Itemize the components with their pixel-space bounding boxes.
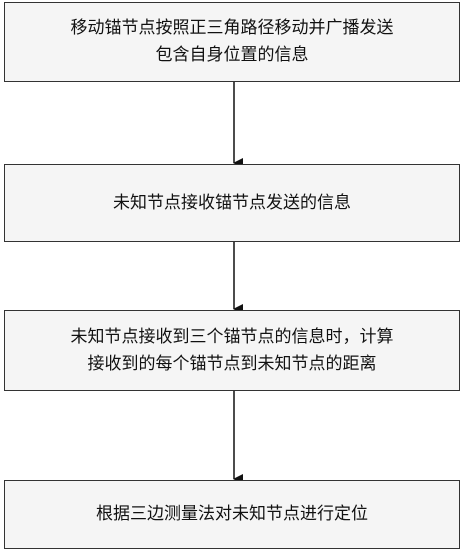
step-4-text: 根据三边测量法对未知节点进行定位 xyxy=(96,501,368,528)
step-2-box: 未知节点接收锚节点发送的信息 xyxy=(4,164,460,242)
step-3-line-1: 未知节点接收到三个锚节点的信息时，计算 xyxy=(70,326,394,347)
step-3-text: 未知节点接收到三个锚节点的信息时，计算 接收到的每个锚节点到未知节点的距离 xyxy=(71,324,394,378)
step-1-line-1: 移动锚节点按照正三角路径移动并广播发送 xyxy=(70,18,394,38)
step-4-box: 根据三边测量法对未知节点进行定位 xyxy=(4,480,460,549)
step-3-line-2: 接收到的每个锚节点到未知节点的距离 xyxy=(87,353,377,374)
step-1-box: 移动锚节点按照正三角路径移动并广播发送 包含自身位置的信息 xyxy=(4,2,460,82)
step-2-text: 未知节点接收锚节点发送的信息 xyxy=(113,190,351,217)
step-3-box: 未知节点接收到三个锚节点的信息时，计算 接收到的每个锚节点到未知节点的距离 xyxy=(4,310,460,391)
step-1-text: 移动锚节点按照正三角路径移动并广播发送 包含自身位置的信息 xyxy=(71,15,394,69)
step-4-line-1: 根据三边测量法对未知节点进行定位 xyxy=(96,504,368,524)
step-1-line-2: 包含自身位置的信息 xyxy=(155,45,309,65)
step-2-line-1: 未知节点接收锚节点发送的信息 xyxy=(113,192,351,213)
